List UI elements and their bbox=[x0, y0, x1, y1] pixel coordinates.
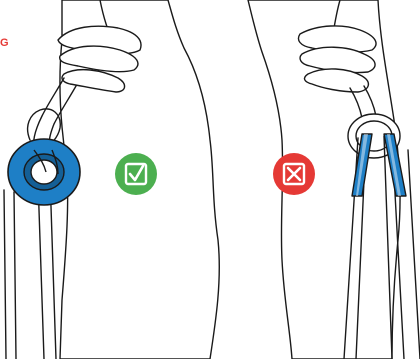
left-hanging-strand-a bbox=[3, 189, 7, 359]
right-blue-sleeves bbox=[351, 133, 407, 197]
right-rope-to-ring-a bbox=[349, 87, 363, 119]
left-hanging-strand-b bbox=[13, 191, 17, 359]
right-strand-c bbox=[383, 135, 393, 359]
right-strand-e bbox=[407, 149, 420, 359]
left-wrap-lower bbox=[61, 68, 126, 93]
right-wrap-top bbox=[297, 25, 377, 53]
right-wrap-lower bbox=[303, 68, 369, 93]
left-hanging-strand-d bbox=[49, 175, 57, 359]
left-hanging-strand-c bbox=[37, 179, 45, 359]
left-wrap-middle bbox=[59, 45, 139, 73]
left-blue-ring bbox=[7, 138, 81, 206]
correct-check-icon bbox=[115, 153, 157, 195]
cropped-caption-letter: G bbox=[0, 37, 10, 49]
right-wrap-middle bbox=[299, 46, 376, 74]
wrong-x-icon bbox=[273, 153, 315, 195]
